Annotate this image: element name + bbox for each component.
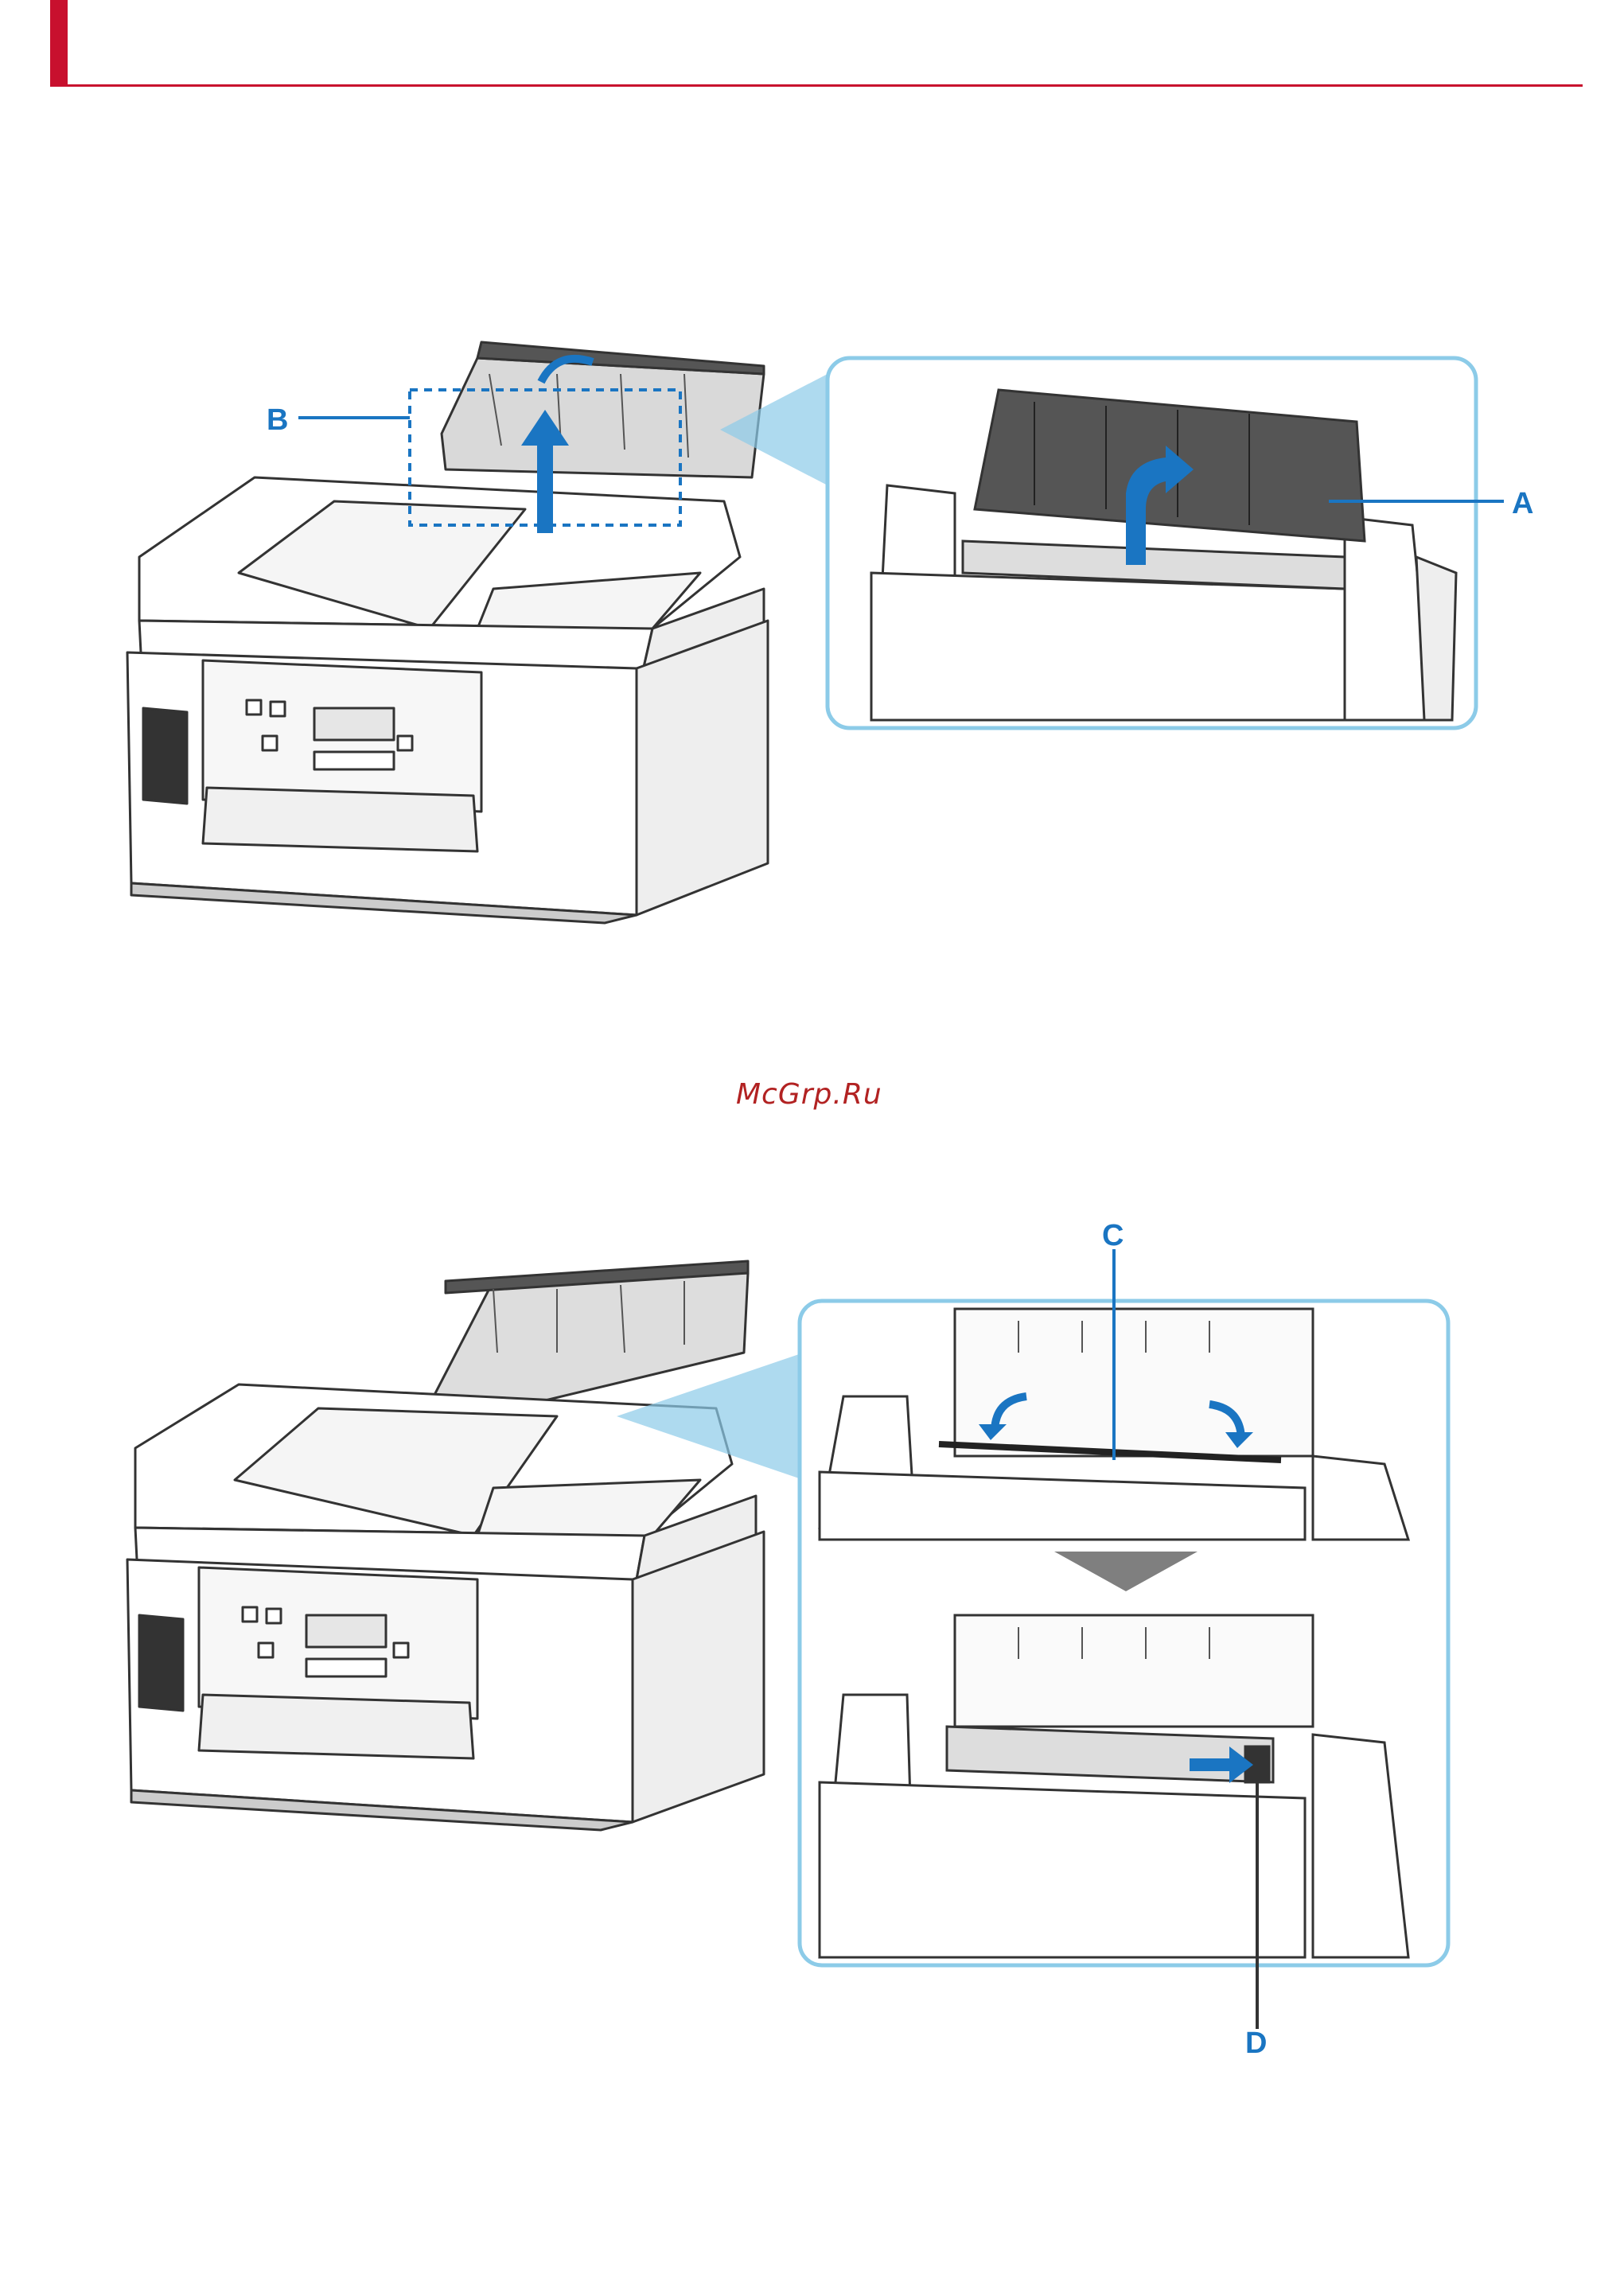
zoom-frame-bottom xyxy=(800,1249,1448,2029)
zoom-frame-top xyxy=(828,358,1504,728)
callout-a-label: A xyxy=(1512,487,1533,520)
callout-b-label: B xyxy=(267,403,288,437)
printer-illustration-bottom xyxy=(127,1261,764,1830)
printer-illustration-top xyxy=(127,342,768,923)
watermark-text: McGrp.Ru xyxy=(736,1078,882,1111)
callout-c-label: C xyxy=(1102,1219,1124,1252)
callout-d-label: D xyxy=(1245,2027,1267,2060)
